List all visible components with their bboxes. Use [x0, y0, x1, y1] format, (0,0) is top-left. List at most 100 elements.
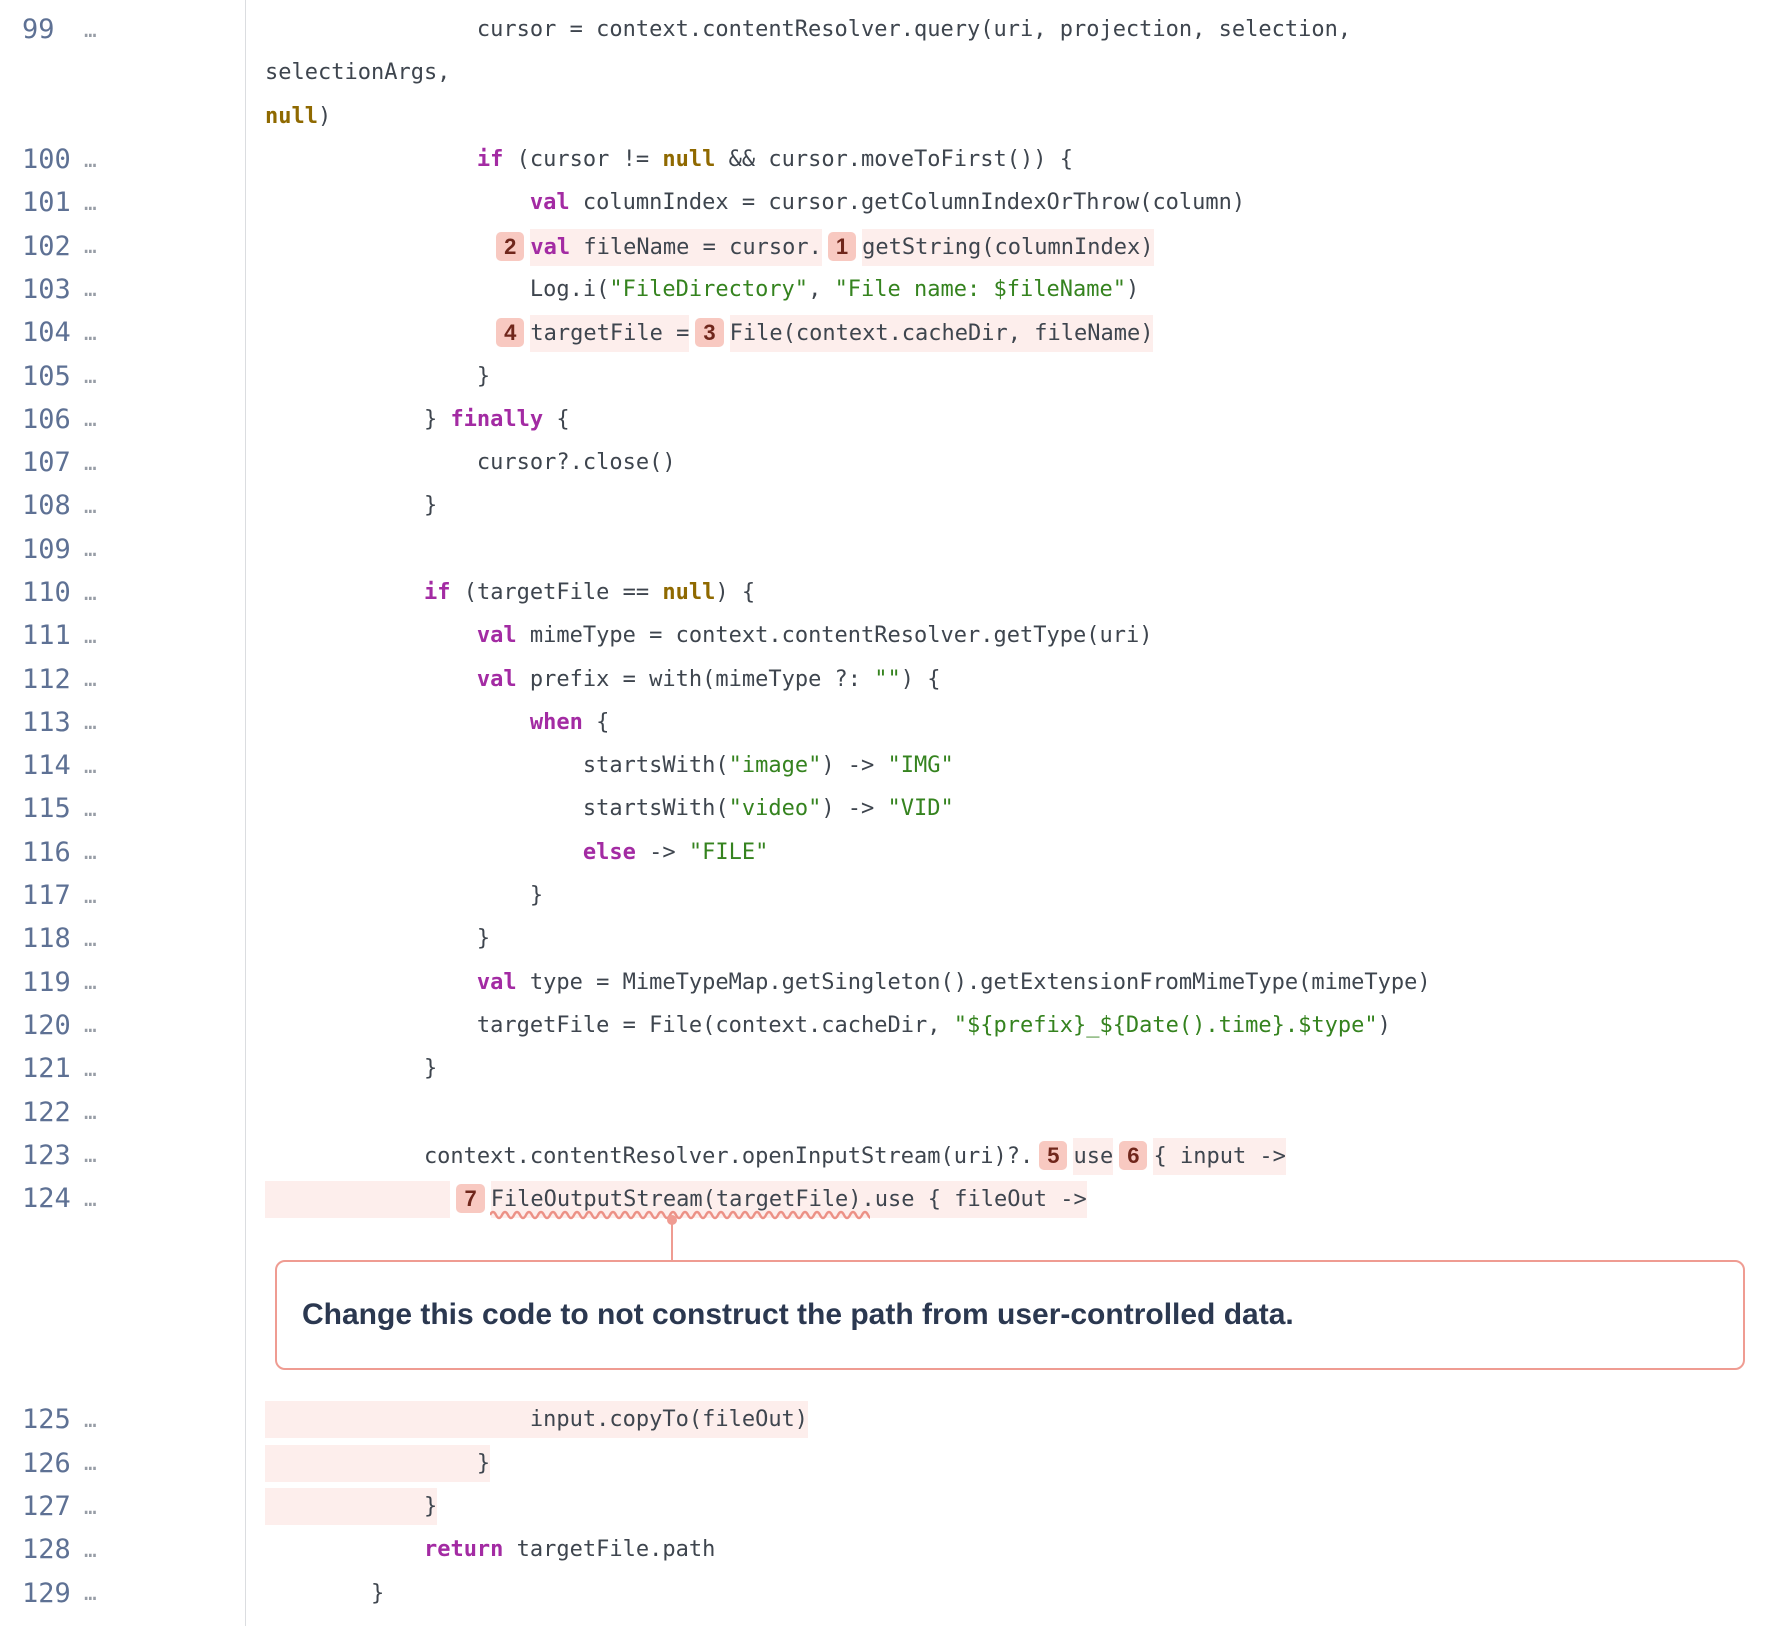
expand-ellipsis-icon[interactable]: …	[84, 1186, 98, 1211]
gutter-cell: 116 …	[0, 837, 245, 868]
expand-ellipsis-icon[interactable]: …	[84, 493, 98, 518]
line-number[interactable]: 114	[22, 750, 71, 782]
line-number[interactable]: 115	[22, 793, 71, 825]
line-number[interactable]: 102	[22, 230, 71, 262]
expand-ellipsis-icon[interactable]: …	[84, 753, 98, 778]
line-number[interactable]: 127	[22, 1491, 71, 1523]
code-line: }	[245, 493, 437, 518]
expand-ellipsis-icon[interactable]: …	[84, 407, 98, 432]
expand-ellipsis-icon[interactable]: …	[84, 277, 98, 302]
expand-ellipsis-icon[interactable]: …	[84, 1581, 98, 1606]
flow-step-badge-7[interactable]: 7	[456, 1184, 485, 1214]
line-number[interactable]: 111	[22, 620, 71, 652]
code-token: selectionArgs,	[265, 60, 451, 86]
flow-step-badge-3[interactable]: 3	[695, 318, 724, 348]
line-number[interactable]: 125	[22, 1404, 71, 1436]
expand-ellipsis-icon[interactable]: …	[84, 1100, 98, 1125]
expand-ellipsis-icon[interactable]: …	[84, 537, 98, 562]
line-number[interactable]: 100	[22, 144, 71, 176]
code-token: }	[265, 363, 491, 389]
expand-ellipsis-icon[interactable]: …	[84, 1451, 98, 1476]
code-token: fileName = cursor.	[570, 228, 822, 266]
code-row: 118 … }	[0, 917, 1768, 960]
expand-ellipsis-icon[interactable]: …	[84, 883, 98, 908]
expand-ellipsis-icon[interactable]: …	[84, 17, 98, 42]
expand-ellipsis-icon[interactable]: …	[84, 796, 98, 821]
line-number[interactable]: 123	[22, 1139, 71, 1171]
code-line: if (cursor != null && cursor.moveToFirst…	[245, 147, 1073, 172]
flow-step-badge-1[interactable]: 1	[827, 231, 857, 261]
expand-ellipsis-icon[interactable]: …	[84, 1537, 98, 1562]
line-number[interactable]: 121	[22, 1053, 71, 1085]
code-line: }	[245, 926, 490, 951]
line-number[interactable]: 99	[22, 14, 55, 46]
line-number[interactable]: 129	[22, 1577, 71, 1609]
line-number[interactable]: 122	[22, 1096, 71, 1128]
gutter-cell: 111 …	[0, 620, 245, 651]
line-number[interactable]: 110	[22, 577, 71, 608]
expand-ellipsis-icon[interactable]: …	[84, 623, 98, 648]
gutter-cell: 112 …	[0, 664, 245, 695]
flow-step-badge-2[interactable]: 2	[496, 231, 525, 261]
line-number[interactable]: 117	[22, 880, 71, 912]
expand-ellipsis-icon[interactable]: …	[84, 1407, 98, 1432]
line-number[interactable]: 118	[22, 923, 71, 955]
code-row: 114 … startsWith("image") -> "IMG"	[0, 744, 1768, 787]
line-number[interactable]: 104	[22, 317, 71, 349]
expand-ellipsis-icon[interactable]: …	[84, 1143, 98, 1168]
line-number[interactable]: 113	[22, 706, 71, 738]
line-number[interactable]: 107	[22, 447, 71, 479]
expand-ellipsis-icon[interactable]: …	[84, 580, 98, 605]
line-number[interactable]: 124	[22, 1183, 71, 1215]
line-number[interactable]: 109	[22, 533, 71, 565]
code-row: 108 … }	[0, 484, 1768, 527]
line-number[interactable]: 103	[22, 273, 71, 305]
expand-ellipsis-icon[interactable]: …	[84, 364, 98, 389]
line-number[interactable]: 105	[22, 360, 71, 392]
expand-ellipsis-icon[interactable]: …	[84, 840, 98, 865]
expand-ellipsis-icon[interactable]: …	[84, 970, 98, 995]
code-line: input.copyTo(fileOut)	[245, 1401, 809, 1439]
line-number[interactable]: 116	[22, 836, 71, 868]
code-row: 105 … }	[0, 354, 1768, 397]
line-number[interactable]: 108	[22, 490, 71, 522]
expand-ellipsis-icon[interactable]: …	[84, 1013, 98, 1038]
expand-ellipsis-icon[interactable]: …	[84, 710, 98, 735]
expand-ellipsis-icon[interactable]: …	[84, 450, 98, 475]
code-line: cursor?.close()	[245, 450, 676, 475]
code-token: null	[662, 580, 716, 605]
line-number[interactable]: 101	[22, 187, 71, 219]
expand-ellipsis-icon[interactable]: …	[84, 667, 98, 692]
expand-ellipsis-icon[interactable]: …	[84, 320, 98, 345]
code-row: 125 … input.copyTo(fileOut)	[0, 1398, 1768, 1441]
expand-ellipsis-icon[interactable]: …	[84, 190, 98, 215]
code-token	[265, 235, 490, 260]
line-number[interactable]: 112	[22, 663, 71, 695]
code-line: startsWith("image") -> "IMG"	[245, 753, 954, 778]
issue-message-box[interactable]: Change this code to not construct the pa…	[275, 1260, 1745, 1371]
code-token: }	[265, 883, 544, 909]
expand-ellipsis-icon[interactable]: …	[84, 1494, 98, 1519]
line-number[interactable]: 128	[22, 1534, 71, 1566]
expand-ellipsis-icon[interactable]: …	[84, 234, 98, 259]
gutter-cell: 114 …	[0, 750, 245, 781]
code-line: targetFile = File(context.cacheDir, "${p…	[245, 1013, 1391, 1038]
flow-step-badge-5[interactable]: 5	[1039, 1140, 1068, 1170]
code-row: 120 … targetFile = File(context.cacheDir,…	[0, 1004, 1768, 1047]
line-number[interactable]: 120	[22, 1009, 71, 1041]
gutter-cell: 104 …	[0, 317, 245, 348]
flow-step-badge-6[interactable]: 6	[1119, 1140, 1148, 1170]
line-number[interactable]: 106	[22, 403, 71, 435]
flow-step-badge-4[interactable]: 4	[496, 318, 525, 348]
expand-ellipsis-icon[interactable]: …	[84, 147, 98, 172]
code-row: 122 …	[0, 1090, 1768, 1133]
line-number[interactable]: 126	[22, 1447, 71, 1479]
code-token: "FileDirectory"	[609, 276, 809, 302]
expand-ellipsis-icon[interactable]: …	[84, 1056, 98, 1081]
line-number[interactable]: 119	[22, 966, 71, 998]
expand-ellipsis-icon[interactable]: …	[84, 926, 98, 951]
code-token: }	[265, 406, 451, 432]
